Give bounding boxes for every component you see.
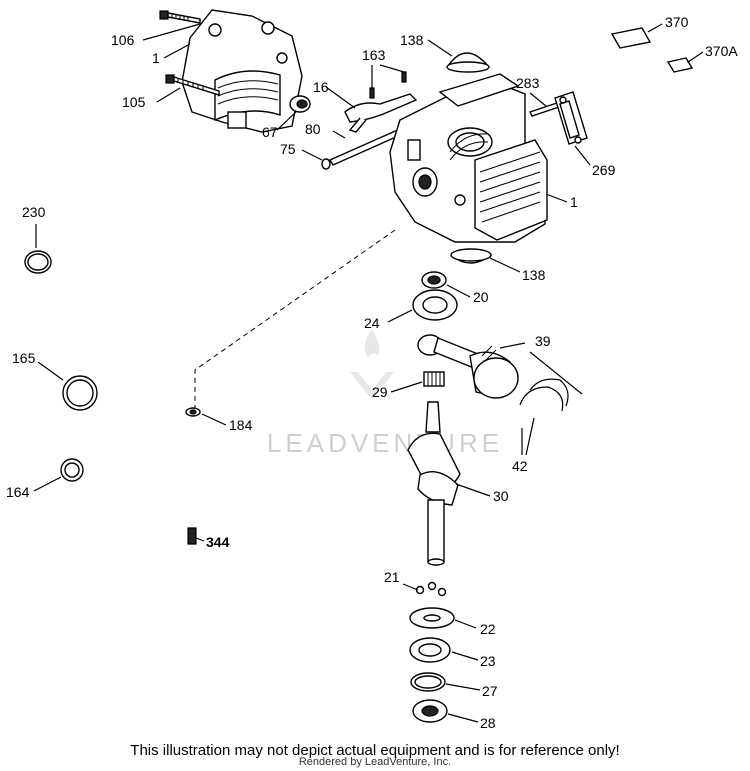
bolt-106	[159, 10, 201, 24]
callout-21: 21	[384, 569, 400, 585]
crankshaft-30	[407, 401, 461, 566]
piston-rings-42	[519, 378, 569, 412]
piston-rod-assembly-39	[417, 334, 519, 399]
seal-ring-164	[60, 458, 84, 482]
cap-138-bottom	[449, 248, 493, 264]
callout-163: 163	[362, 47, 386, 63]
callout-23: 23	[480, 653, 496, 669]
callout-370: 370	[665, 14, 689, 30]
callout-22: 22	[480, 621, 496, 637]
watermark-logo-icon	[350, 330, 394, 400]
callout-1-block: 1	[570, 194, 578, 210]
watermark-brand-text: LEADVENTURE	[267, 428, 503, 458]
callout-39: 39	[535, 333, 551, 349]
callout-labels: 106 1 105 67 16 163 80 75 138 283 370 37…	[6, 14, 738, 731]
callout-230: 230	[22, 204, 46, 220]
ball-bearing-24	[412, 289, 458, 321]
callout-75: 75	[280, 141, 296, 157]
callout-184: 184	[229, 417, 253, 433]
disclaimer-text: This illustration may not depict actual …	[130, 742, 620, 759]
callout-344: 344	[206, 534, 230, 550]
needle-bearing-29	[423, 371, 445, 387]
watermark: LEADVENTURE	[267, 330, 503, 458]
callout-269: 269	[592, 162, 616, 178]
callout-67: 67	[262, 124, 278, 140]
washer-184	[185, 407, 201, 417]
rendered-by-text: Rendered by LeadVenture, Inc.	[298, 756, 452, 768]
callout-1-crankcase: 1	[152, 50, 160, 66]
callout-138-bottom: 138	[522, 267, 546, 283]
callout-16: 16	[313, 79, 329, 95]
balls-21	[415, 581, 447, 597]
ball-bearing-23	[409, 637, 451, 663]
callout-42: 42	[512, 458, 528, 474]
callout-27: 27	[482, 683, 498, 699]
bolt-105	[165, 74, 220, 96]
shift-fork-16	[344, 93, 418, 133]
callout-29: 29	[372, 384, 388, 400]
crankcase-half-left	[181, 9, 303, 133]
seal-ring-165	[62, 375, 98, 411]
oil-seal-20	[421, 271, 447, 289]
callout-370a: 370A	[705, 43, 738, 59]
ring-27	[410, 672, 446, 692]
screw-344	[187, 527, 197, 545]
callout-106: 106	[111, 32, 135, 48]
callout-283: 283	[516, 75, 540, 91]
callout-164: 164	[6, 484, 30, 500]
washer-75	[321, 158, 331, 170]
oil-seal-28	[412, 699, 448, 723]
dashed-reference-line	[194, 229, 396, 410]
cylinder-block	[389, 73, 548, 243]
needle-bearing-67	[289, 95, 311, 113]
label-370a	[666, 57, 694, 73]
label-370	[610, 27, 652, 49]
cap-138-top	[446, 52, 490, 73]
o-ring-230	[24, 250, 52, 274]
callout-28: 28	[480, 715, 496, 731]
callout-24: 24	[364, 315, 380, 331]
callout-105: 105	[122, 94, 146, 110]
screws-163	[369, 71, 407, 99]
callout-20: 20	[473, 289, 489, 305]
leader-lines	[33, 23, 704, 723]
gasket-269	[554, 91, 588, 145]
callout-30: 30	[493, 488, 509, 504]
callout-80: 80	[305, 121, 321, 137]
callout-165: 165	[12, 350, 36, 366]
thrust-washer-22	[409, 607, 455, 629]
callout-138-top: 138	[400, 32, 424, 48]
